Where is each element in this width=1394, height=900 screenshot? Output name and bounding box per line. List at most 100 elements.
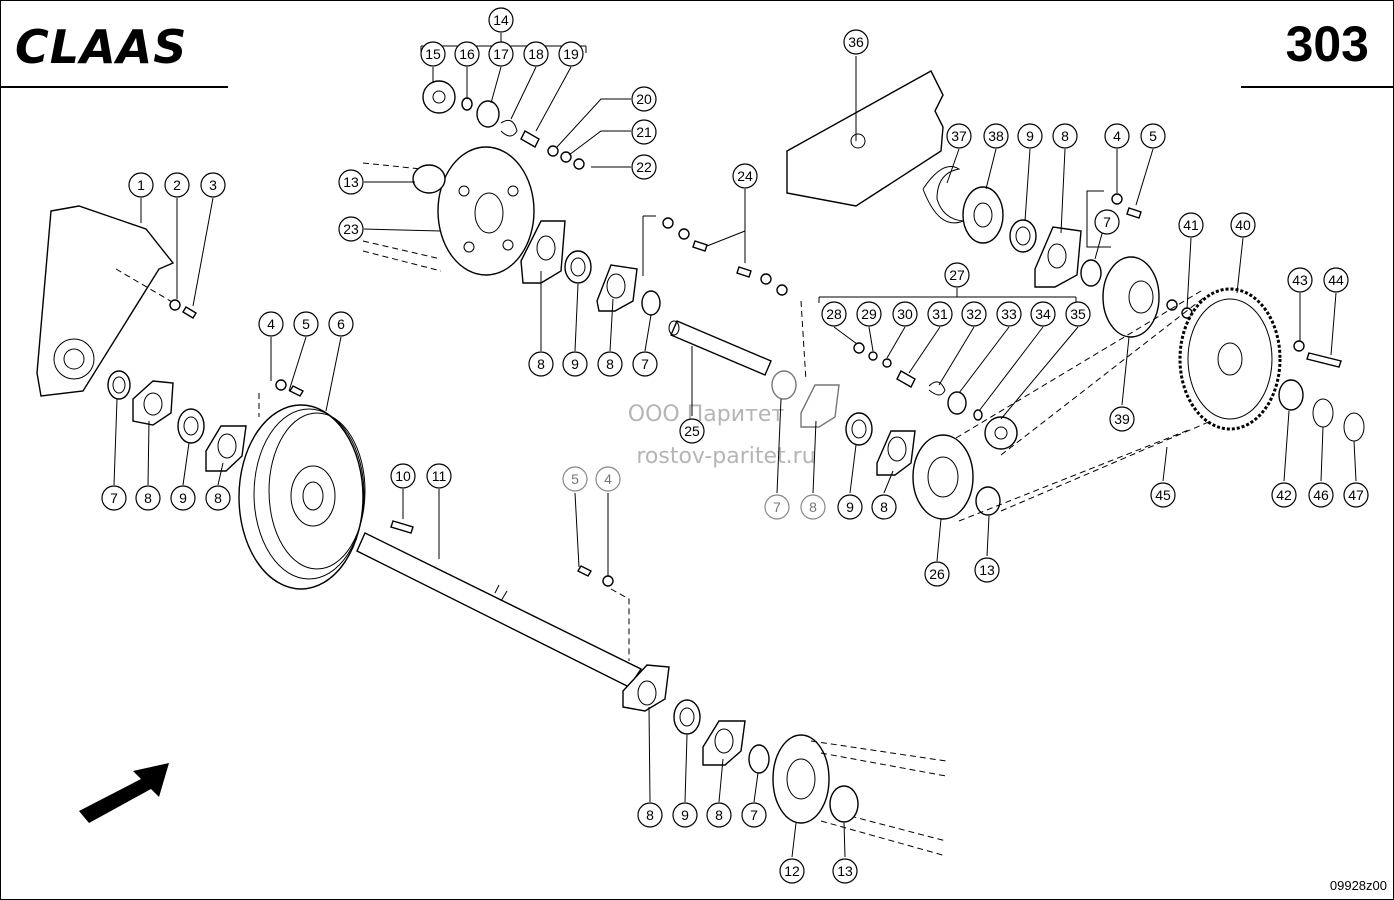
callout: 13 [832,858,858,884]
header-rule-left [1,86,228,88]
svg-text:9: 9 [179,490,187,506]
callout: 24 [732,163,758,189]
svg-text:25: 25 [684,423,700,439]
svg-text:7: 7 [750,807,758,823]
bracket-part [36,205,175,397]
leader-lines [113,33,1357,858]
svg-text:5: 5 [1149,128,1157,144]
svg-text:5: 5 [571,471,579,487]
svg-text:46: 46 [1313,487,1329,503]
callout: 33 [996,301,1022,327]
callout: 2 [164,172,190,198]
svg-text:9: 9 [846,499,854,515]
callout: 8 [871,494,897,520]
callout: 7 [764,494,790,520]
sprocket-plate-part [437,146,535,276]
callout: 12 [779,858,805,884]
callout: 39 [1109,406,1135,432]
svg-text:7: 7 [641,356,649,372]
callout: 7 [741,802,767,828]
callout: 26 [924,561,950,587]
svg-text:4: 4 [267,316,275,332]
svg-text:5: 5 [302,316,310,332]
callout: 8 [528,351,554,377]
callouts: 1 2 3 4 5 6 7 8 9 8 13 23 14 15 16 17 18… [101,7,1369,884]
callout: 30 [892,301,918,327]
callout: 15 [420,41,446,67]
svg-text:9: 9 [681,807,689,823]
svg-text:4: 4 [1113,128,1121,144]
callout: 8 [800,494,826,520]
svg-text:40: 40 [1235,217,1251,233]
svg-text:30: 30 [897,306,913,322]
svg-text:3: 3 [209,177,217,193]
callout: 34 [1030,301,1056,327]
svg-text:17: 17 [493,46,509,62]
svg-text:1: 1 [137,177,145,193]
callout: 7 [632,351,658,377]
shaft-part [356,532,643,688]
svg-text:45: 45 [1155,487,1171,503]
svg-text:27: 27 [949,267,965,283]
svg-text:23: 23 [343,221,359,237]
svg-text:4: 4 [604,471,612,487]
callout: 21 [631,119,657,145]
callout: 16 [454,41,480,67]
pulley-part [238,404,364,590]
callout: 31 [927,301,953,327]
callout: 13 [974,557,1000,583]
svg-text:8: 8 [809,499,817,515]
callout: 4 [595,466,621,492]
svg-text:20: 20 [636,91,652,107]
svg-text:16: 16 [459,46,475,62]
svg-text:43: 43 [1292,272,1308,288]
callout: 3 [200,172,226,198]
callout: 8 [637,802,663,828]
svg-text:8: 8 [537,356,545,372]
callout: 17 [488,41,514,67]
svg-text:34: 34 [1035,306,1051,322]
callout: 28 [821,301,847,327]
svg-text:10: 10 [395,468,411,484]
svg-text:37: 37 [951,128,967,144]
page-number: 303 [1285,16,1369,72]
callout: 4 [258,311,284,337]
callout: 9 [837,494,863,520]
callout: 25 [679,418,705,444]
svg-text:9: 9 [571,356,579,372]
svg-text:32: 32 [966,306,982,322]
svg-text:8: 8 [214,490,222,506]
svg-text:8: 8 [144,490,152,506]
svg-text:9: 9 [1026,128,1034,144]
callout: 10 [390,463,416,489]
callout: 42 [1271,482,1297,508]
callout: 20 [631,86,657,112]
callout: 46 [1308,482,1334,508]
svg-text:8: 8 [715,807,723,823]
svg-text:7: 7 [773,499,781,515]
svg-text:36: 36 [848,34,864,50]
callout: 7 [101,485,127,511]
svg-text:41: 41 [1183,217,1199,233]
callout: 8 [1052,123,1078,149]
callout: 43 [1287,267,1313,293]
callout: 9 [1017,123,1043,149]
direction-arrow-icon [79,763,169,823]
svg-text:28: 28 [826,306,842,322]
callout: 5 [293,311,319,337]
svg-text:11: 11 [432,468,447,484]
callout: 14 [488,7,514,33]
svg-text:35: 35 [1070,306,1086,322]
claas-logo: CLAAS [15,21,186,71]
svg-text:44: 44 [1328,272,1344,288]
large-sprocket-part [1178,287,1282,431]
svg-text:8: 8 [606,356,614,372]
svg-text:13: 13 [343,174,359,190]
watermark-line-2: rostov-paritet.ru [636,444,815,469]
svg-text:21: 21 [636,124,652,140]
callout: 35 [1065,301,1091,327]
svg-text:12: 12 [784,863,800,879]
svg-text:7: 7 [1103,214,1111,230]
svg-text:39: 39 [1114,411,1130,427]
